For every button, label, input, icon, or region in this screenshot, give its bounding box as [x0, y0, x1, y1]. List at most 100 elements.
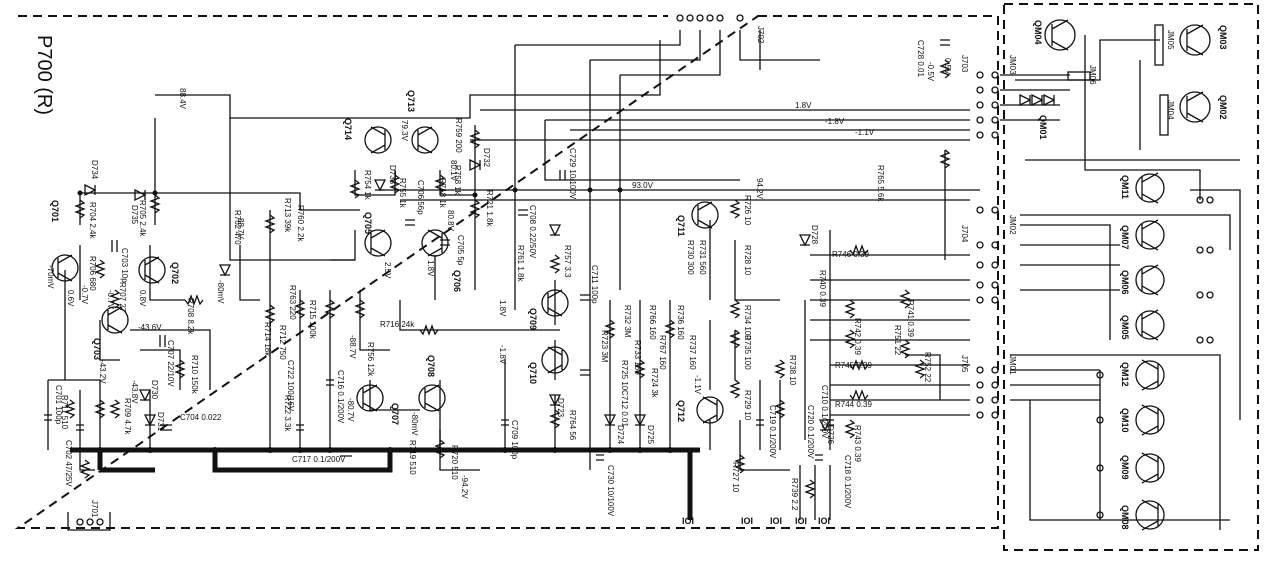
j703-pins — [976, 71, 999, 139]
label-qm01: QM01 — [1038, 115, 1048, 140]
label-c707: C707 22/10V — [166, 340, 175, 387]
label-c703: C703 10p — [120, 248, 129, 283]
label-r710: R710 150k — [190, 355, 199, 395]
q708-symbol — [418, 384, 446, 412]
label-d734: D734 — [90, 160, 99, 180]
q714-symbol — [364, 126, 392, 154]
label-r728: R728 10 — [743, 245, 752, 276]
voltage-label-20: -1.8V — [498, 345, 507, 365]
q705-symbol — [364, 229, 392, 257]
label-r727: R727 10 — [731, 462, 740, 493]
label-r715: R715 100k — [308, 300, 317, 340]
diode-symbols — [84, 93, 1056, 432]
label-c720: C720 0.1/200V — [806, 405, 815, 459]
label-c718: C718 0.1/200V — [843, 455, 852, 509]
label-r721: R721 1.8k — [485, 190, 494, 227]
voltage-label-2: 88.7V — [236, 218, 245, 240]
label-c706: C706 56p — [416, 180, 425, 215]
label-c708: C708 0.22/50V — [528, 205, 537, 259]
j702-pins — [676, 14, 744, 22]
label-r731: R731 560 — [698, 240, 707, 275]
label-r741: R741 0.39 — [906, 300, 915, 337]
resistor-symbols — [64, 59, 951, 499]
label-c728: C728 0.01 — [916, 40, 925, 77]
qm08-symbol — [1135, 499, 1165, 531]
voltage-label-25: 0.8V — [138, 290, 147, 307]
label-qm05: QM05 — [1120, 315, 1130, 340]
rail-label-1: 1.8V — [795, 101, 812, 110]
ground-label-3: IOI — [770, 516, 782, 526]
voltage-label-12: -43.2V — [98, 360, 107, 384]
voltage-label-24: 0.6V — [66, 290, 75, 307]
q711-symbol — [691, 201, 719, 229]
label-r755: R755 1k — [398, 178, 407, 209]
voltage-label-13: -43.6V — [138, 323, 162, 332]
label-q706: Q706 — [452, 270, 462, 292]
label-q710: Q710 — [528, 362, 538, 384]
label-q709: Q709 — [528, 308, 538, 330]
label-c709: C709 100p — [510, 420, 519, 460]
ground-label-5: IOI — [818, 516, 830, 526]
label-r729: R729 10 — [743, 390, 752, 421]
label-r765: R765 5.6k — [876, 165, 885, 202]
capacitor-labels: C701 100p C702 47/25V C703 10p C704 0.02… — [54, 40, 925, 517]
label-r716: R716 24k — [380, 320, 415, 329]
junctions — [77, 187, 673, 453]
q703-symbol — [101, 306, 129, 334]
label-r709: R709 4.7k — [123, 398, 132, 435]
resistor-labels: R704 2.4k R705 2.4k R706 680 R707 27 R70… — [60, 118, 932, 511]
label-r739: R739 2.2 — [790, 478, 799, 511]
label-r718: R718 1k — [438, 178, 447, 209]
main-board-border — [14, 15, 999, 529]
label-q708: Q708 — [426, 355, 436, 377]
label-d730: D730 — [150, 380, 159, 400]
label-r752: R752 22 — [923, 352, 932, 383]
label-r757: R757 3.3 — [563, 245, 572, 278]
voltage-label-27: 1.8V — [426, 260, 435, 277]
label-qm09: QM09 — [1120, 455, 1130, 480]
label-d725: D725 — [646, 425, 655, 445]
wiring — [47, 30, 1241, 530]
voltage-label-23: -0.5V — [926, 62, 935, 82]
j701-pins — [67, 512, 111, 531]
label-r705: R705 2.4k — [138, 200, 147, 237]
label-c710: C710 0.1/200V — [820, 385, 829, 439]
voltage-label-19: 1.8V — [498, 300, 507, 317]
label-d724: D724 — [616, 425, 625, 445]
label-d728: D728 — [810, 225, 819, 245]
label-c712: C712 0.01 — [620, 390, 629, 427]
diode-labels: D723 D724 D725 D726 D728 D730 D731 D732 … — [90, 148, 835, 445]
q706-symbol — [421, 229, 449, 257]
label-c705: C705 5p — [456, 235, 465, 266]
label-qm06: QM06 — [1120, 270, 1130, 295]
label-r756: R756 12k — [366, 342, 375, 377]
label-r738: R738 10 — [788, 355, 797, 386]
label-r744: R744 0.39 — [835, 400, 872, 409]
label-r724: R724 3k — [650, 368, 659, 399]
label-q713: Q713 — [406, 90, 416, 112]
label-r713: R713 39k — [283, 198, 292, 233]
label-r735: R735 100 — [743, 335, 752, 370]
voltage-label-7: 94.2V — [755, 178, 764, 200]
label-r740: R740 0.39 — [818, 270, 827, 307]
rail-labels: 1.8V -1.8V -1.1V — [795, 101, 875, 137]
connector-label-jm05: JM05 — [1166, 30, 1175, 50]
label-c722: C722 100/16V — [286, 360, 295, 412]
voltage-label-11: -80mV — [216, 280, 225, 304]
label-r767: R767 160 — [658, 335, 667, 370]
label-r707: R707 27 — [118, 282, 127, 313]
label-r726: R726 10 — [743, 195, 752, 226]
label-r763: R763 220 — [288, 285, 297, 320]
qm04-symbol — [1044, 19, 1076, 51]
label-r743: R743 0.39 — [853, 425, 862, 462]
heatsink-emitter-pins — [1096, 196, 1214, 519]
label-c716: C716 0.1/200V — [336, 370, 345, 424]
label-d726: D726 — [826, 425, 835, 445]
connector-label-j703: J703 — [960, 55, 969, 73]
label-qm07: QM07 — [1120, 225, 1130, 250]
label-d735: D735 — [130, 205, 139, 225]
label-r712: R712 750 — [278, 325, 287, 360]
board-outline — [14, 3, 1259, 551]
q709-symbol — [541, 289, 569, 317]
label-r758: R758 1k — [453, 165, 462, 196]
